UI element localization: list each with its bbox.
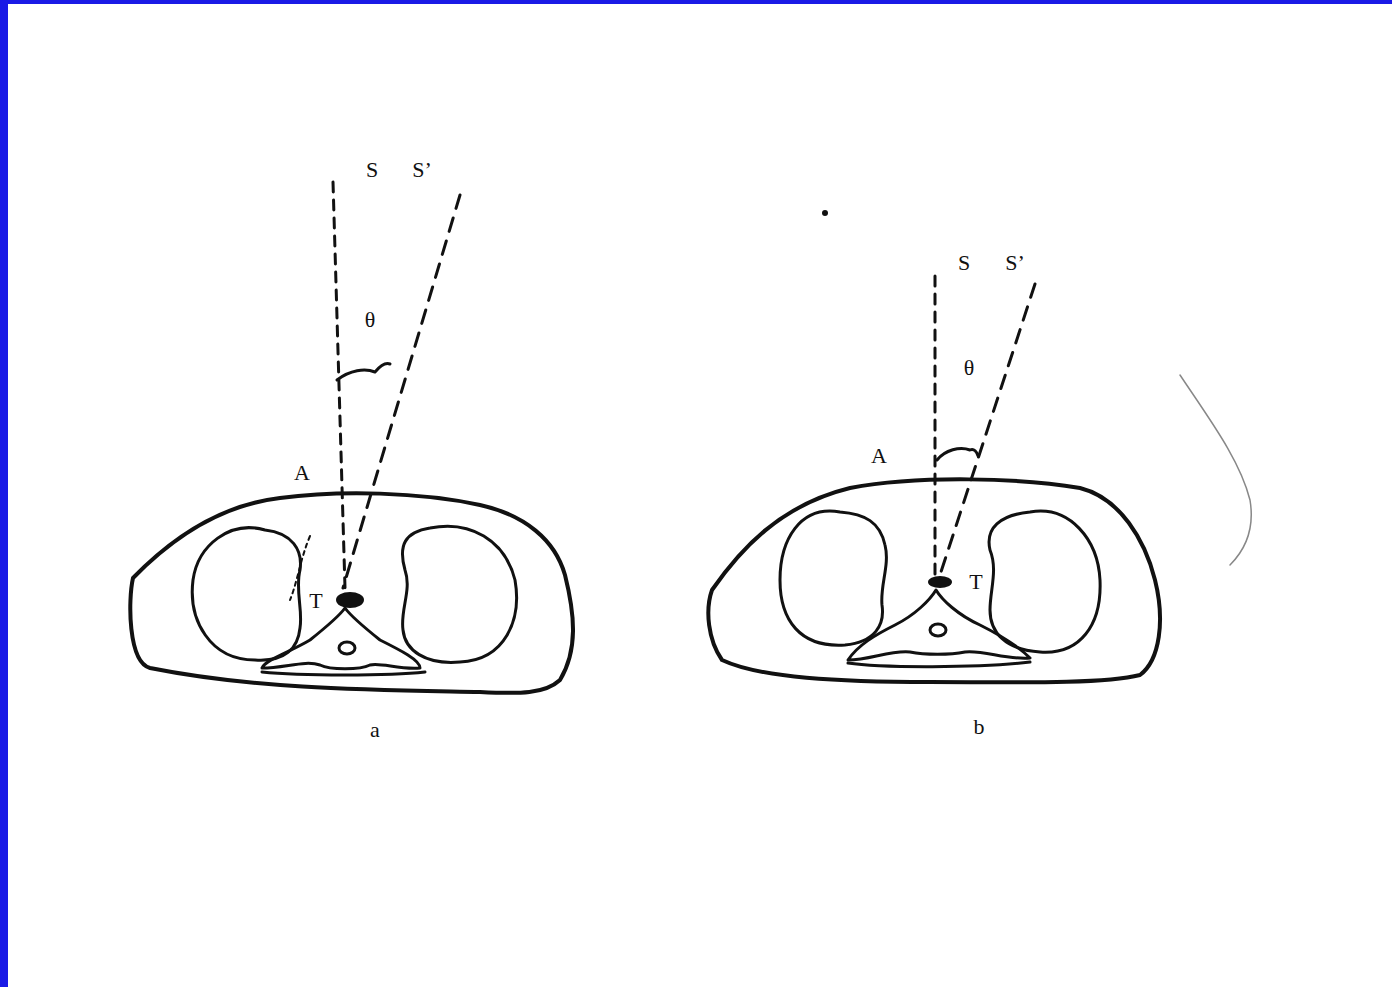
figure-label: A	[294, 462, 310, 484]
figure-label: S	[366, 159, 378, 181]
figure-label: θ	[964, 357, 975, 379]
figure-label: S’	[412, 159, 432, 181]
figure-label: S	[958, 252, 970, 274]
figure-label: b	[974, 716, 985, 738]
figure-label: a	[370, 719, 380, 741]
figure-label: A	[871, 445, 887, 467]
left-border	[0, 0, 8, 987]
figure-label: T	[309, 590, 322, 612]
top-border	[0, 0, 1392, 4]
figure-label: θ	[365, 309, 376, 331]
figure-label: S’	[1005, 252, 1025, 274]
figure-label: T	[969, 571, 982, 593]
